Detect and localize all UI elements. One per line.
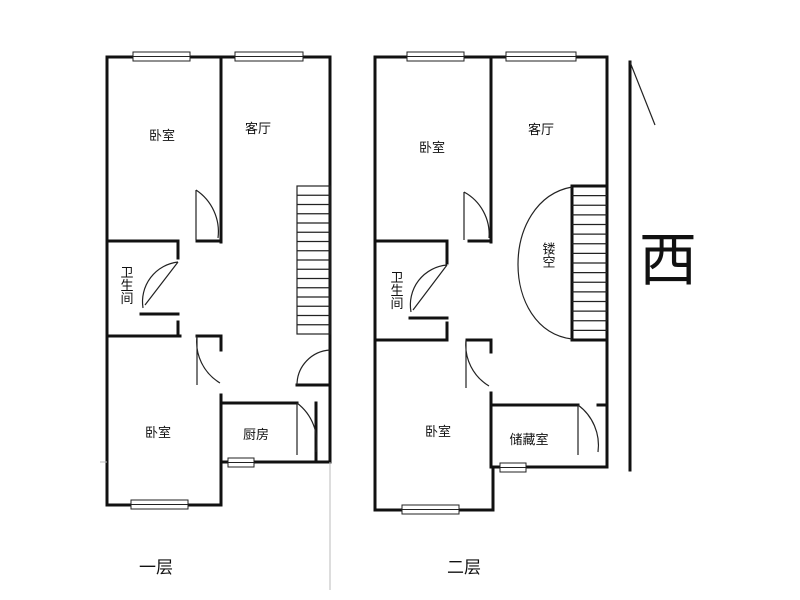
floor1-room-bath: 卫生间 [118, 266, 134, 305]
floor1-label: 一层 [139, 558, 173, 578]
floor2-window-bedroom-top [406, 51, 465, 62]
floor1-window-bedroom-bottom [130, 499, 189, 510]
floor1-door-swing-bedroom-bottom [196, 335, 221, 385]
floor1-staircase [296, 185, 331, 335]
floor1-window-living [234, 51, 304, 62]
floor2-room-void: 镂空 [540, 242, 556, 268]
floor1-door-swing-bath [141, 261, 179, 309]
floor1-interior-walls [105, 55, 332, 464]
floor1-window-bedroom-top [132, 51, 191, 62]
floor2-room-living: 客厅 [528, 122, 554, 138]
floor1-door-swing-bedroom-top [195, 189, 219, 240]
floor2-room-bath: 卫生间 [388, 271, 404, 310]
floor1-room-bedroom-bottom: 卧室 [145, 425, 171, 441]
floor2-room-storage: 储藏室 [509, 432, 548, 448]
floor2-plan: 卧室 客厅 卫生间 镂空 卧室 储藏室 二层 [373, 51, 609, 578]
floor1-room-bedroom-top: 卧室 [149, 128, 175, 144]
compass: 西 [628, 60, 697, 472]
floor1-plan: 卧室 客厅 卫生间 卧室 厨房 一层 [100, 51, 332, 590]
floor1-guide-lines [100, 461, 331, 590]
floor1-room-living: 客厅 [245, 121, 271, 137]
floor2-window-storage [499, 462, 527, 473]
floor2-walls [373, 55, 609, 512]
floor2-room-bedroom-top: 卧室 [419, 140, 445, 156]
floor2-door-swing-bedroom-top [463, 191, 490, 240]
floor2-window-bedroom-bottom [401, 504, 460, 515]
floor2-label: 二层 [447, 558, 481, 578]
floor2-door-swing-bedroom-bottom [465, 339, 490, 388]
floor1-room-kitchen: 厨房 [243, 427, 269, 443]
floor2-door-swing-storage [577, 404, 600, 455]
compass-direction-label: 西 [639, 226, 697, 294]
floor2-window-living [505, 51, 577, 62]
floor2-void-arc [517, 186, 573, 340]
floor2-staircase [572, 195, 607, 331]
floor2-interior-walls [373, 55, 609, 469]
floor2-room-bedroom-bottom: 卧室 [425, 424, 451, 440]
floor1-door-swing-kitchen [296, 402, 318, 455]
floor1-door-swing-stair [296, 349, 331, 386]
compass-arrow-head [629, 61, 656, 126]
floor2-door-swing-bath [409, 264, 448, 313]
floor1-window-kitchen [227, 457, 255, 468]
